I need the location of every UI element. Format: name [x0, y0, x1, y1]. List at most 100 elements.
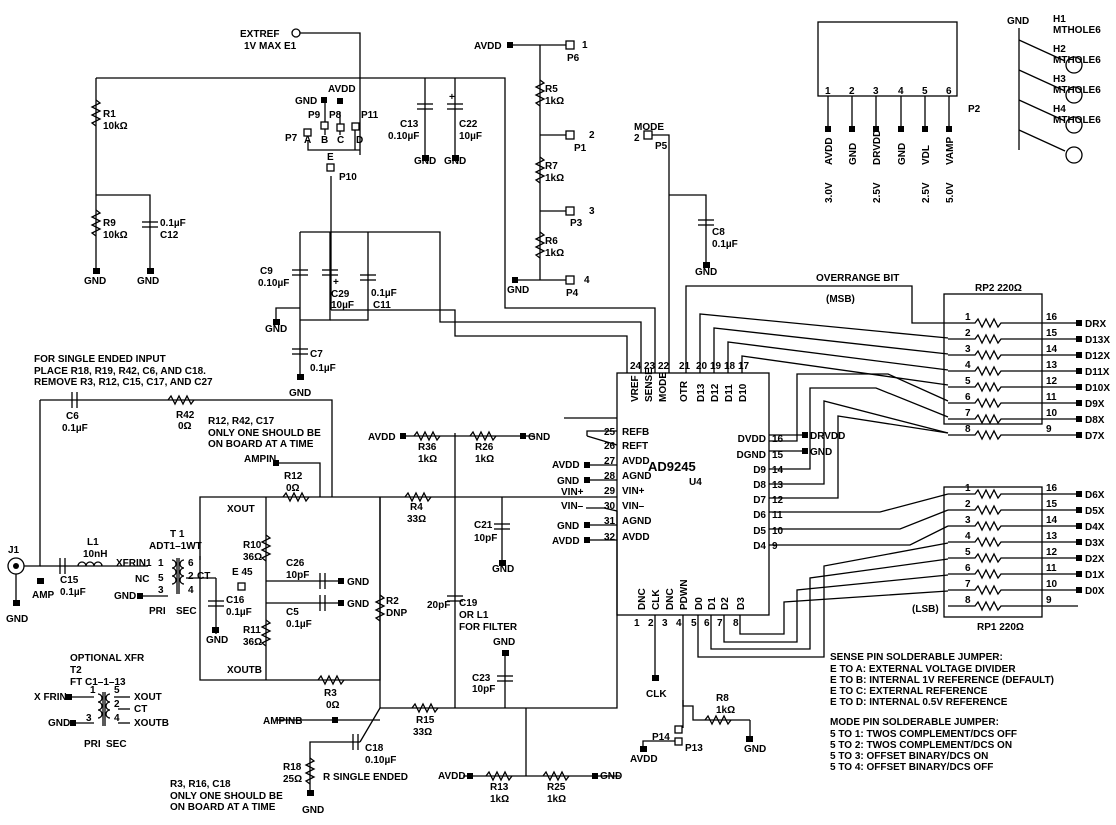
t2-sec-label: SEC [106, 739, 127, 750]
r3-note-3: ON BOARD AT A TIME [170, 802, 276, 813]
rp1-resistor-3-icon [948, 520, 1078, 532]
t2-xoutb-label: XOUTB [134, 718, 169, 729]
p2-ref: P2 [968, 104, 981, 115]
p14-jumper[interactable] [674, 725, 683, 734]
rp1-pin-14: 14 [1046, 515, 1058, 526]
c8-gnd-label: GND [695, 267, 717, 278]
chip-ref: U4 [689, 477, 702, 488]
rp1-out-node-icon [1076, 539, 1082, 545]
t2-gnd-node-icon [70, 720, 76, 726]
rp1-body [943, 486, 1043, 618]
p1-jumper[interactable] [565, 130, 575, 140]
r26-resistor-icon [469, 430, 497, 442]
r25-resistor-icon [542, 770, 570, 782]
c15-ref: C15 [60, 575, 79, 586]
e45-jumper[interactable] [237, 582, 246, 591]
p6-jumper[interactable] [565, 40, 575, 50]
t2-pin5: 5 [114, 685, 120, 696]
r6-ref: R6 [545, 236, 558, 247]
pin-15-name: DGND [737, 450, 766, 461]
rp1-pin-9: 9 [1046, 595, 1052, 606]
pin-13-num: 13 [772, 480, 784, 491]
p3-pin-num: 3 [589, 206, 595, 217]
p2-pin-6-node-icon [946, 126, 952, 132]
rp2-resistor-4-icon [948, 365, 1078, 377]
rp2-pin-7: 7 [965, 408, 971, 419]
p2-pin-6: 6 [946, 86, 952, 97]
t2-ref: T2 [70, 665, 82, 676]
r13-avdd-label: AVDD [438, 771, 466, 782]
c9-gnd-label: GND [265, 324, 287, 335]
rp2-resistor-8-icon [948, 429, 1078, 441]
p13-jumper[interactable] [674, 737, 683, 746]
r8-gnd-icon [746, 736, 753, 742]
pin-2-num-b: 2 [648, 618, 654, 629]
p1-pin-num: 2 [589, 130, 595, 141]
hole-4-ref: H4 [1053, 104, 1066, 115]
c6-value: 0.1µF [62, 423, 88, 434]
c22-value: 10µF [459, 131, 482, 142]
p11-jumper[interactable] [351, 122, 360, 131]
amp-node-icon [37, 578, 44, 584]
c23-value: 10pF [472, 684, 495, 695]
rp1-resistor-6-icon [948, 568, 1078, 580]
r8-gnd-label: GND [744, 744, 766, 755]
r1-resistor-icon [90, 99, 102, 127]
c7-gnd-label: GND [289, 388, 311, 399]
mode-label: MODE [634, 122, 664, 133]
p2-connector-body [817, 21, 958, 97]
mthole-3-icon [1065, 116, 1083, 134]
pin-23-num: 23 [644, 361, 656, 372]
p3-jumper[interactable] [565, 206, 575, 216]
rp2-title: RP2 220Ω [975, 283, 1022, 294]
rp1-title: RP1 220Ω [977, 622, 1024, 633]
rp1-resistor-2-icon [948, 504, 1078, 516]
r7-value: 1kΩ [545, 173, 564, 184]
sense-note-3: E TO D: INTERNAL 0.5V REFERENCE [830, 697, 1008, 708]
r18-gnd-label: GND [302, 805, 324, 816]
r10-resistor-icon [260, 534, 272, 562]
rp2-body [943, 293, 1043, 425]
pin27-avdd-label: AVDD [552, 460, 580, 471]
p4-jumper[interactable] [565, 275, 575, 285]
rp2-pin-9: 9 [1046, 424, 1052, 435]
p2-pin-2: 2 [849, 86, 855, 97]
p7-jumper[interactable] [303, 128, 312, 137]
pin-14-name: D9 [753, 465, 766, 476]
pin-27-name: AVDD [622, 456, 650, 467]
rp1-pin-12: 12 [1046, 547, 1058, 558]
holes-gnd-label: GND [1007, 16, 1029, 27]
pin-9-num: 9 [772, 541, 778, 552]
rp1-pin-11: 11 [1046, 563, 1057, 574]
rp1-resistor-4-icon [948, 536, 1078, 548]
p2-volt-2: 2.5V [872, 182, 883, 203]
c11-value: 0.1µF [371, 288, 397, 299]
r12-ref: R12 [284, 471, 303, 482]
rp2-out-node-icon [1076, 416, 1082, 422]
jumper-b-label: B [321, 135, 328, 146]
p2-signal-0: AVDD [824, 137, 835, 165]
c26-capacitor-icon [319, 573, 326, 589]
single-note-3: REMOVE R3, R12, C15, C17, AND C27 [34, 377, 213, 388]
msb-label: (MSB) [826, 294, 855, 305]
single-note-2: PLACE R18, R19, R42, C6, AND C18. [34, 366, 206, 377]
pin-14-num: 14 [772, 465, 784, 476]
p5-jumper[interactable] [643, 130, 653, 140]
p2-volt-5: 5.0V [945, 182, 956, 203]
c12-capacitor-icon [142, 221, 158, 228]
rp2-pin-12: 12 [1046, 376, 1058, 387]
pin-21-name: OTR [679, 380, 690, 402]
l1-value: 10nH [83, 549, 107, 560]
drvdd-label: DRVDD [810, 431, 845, 442]
p8-jumper[interactable] [336, 123, 345, 132]
c5-capacitor-icon [319, 595, 326, 611]
p9-jumper[interactable] [320, 121, 329, 130]
c9-capacitor-icon [292, 269, 308, 276]
svg-text:+: + [449, 92, 455, 103]
p10-jumper[interactable] [326, 163, 335, 172]
rp2-output-3: D11X [1085, 367, 1110, 378]
jumper-d-label: D [356, 135, 363, 146]
t2-xout-label: XOUT [134, 692, 162, 703]
